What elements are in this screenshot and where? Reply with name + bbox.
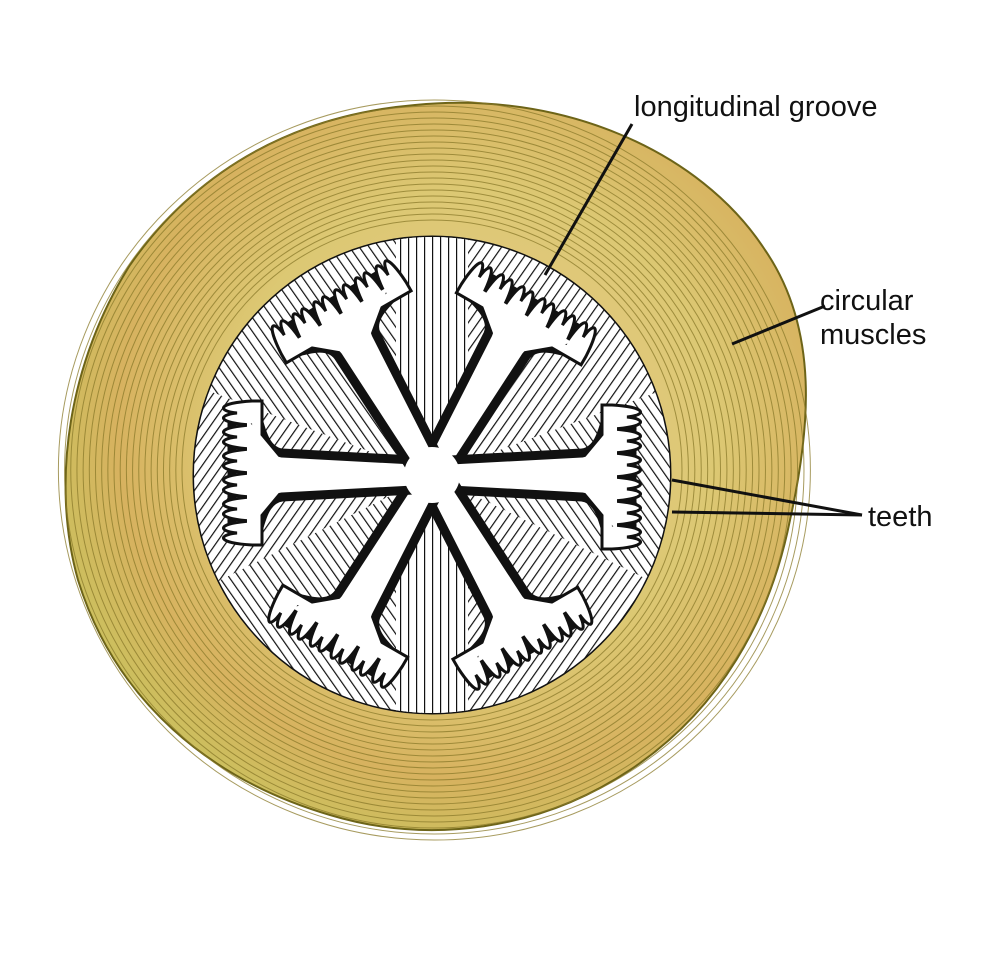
circular-muscles-label-line1: circular xyxy=(820,285,914,317)
muscle-fibre-rings xyxy=(57,99,811,841)
muscle-fibre-ring xyxy=(156,195,709,745)
lumen-arm xyxy=(267,463,449,689)
muscle-fibre-ring xyxy=(162,201,702,739)
muscle-fibre-ring xyxy=(70,111,799,829)
teeth-leader-line-upper xyxy=(671,478,863,517)
lumen-arm xyxy=(427,403,642,551)
leader-lines xyxy=(543,123,863,517)
arm-lumen xyxy=(247,419,432,531)
muscle-fibre-ring xyxy=(138,177,728,763)
muscle-fibre-ring xyxy=(64,105,805,835)
lumen-star-arms xyxy=(222,259,642,691)
arm-lumen xyxy=(425,471,573,664)
groove-leader-line xyxy=(543,123,634,276)
circular-muscles-label: circular muscles xyxy=(820,284,926,352)
circular-muscles-label-line2: muscles xyxy=(820,319,927,351)
arm-lumen xyxy=(425,286,573,479)
lumen-arm xyxy=(415,463,594,691)
arm-lumen xyxy=(432,419,617,531)
teeth-label: teeth xyxy=(868,501,933,533)
teeth-leader-line-lower xyxy=(671,510,863,517)
longitudinal-groove-label: longitudinal groove xyxy=(634,91,878,123)
muscle-fibre-ring xyxy=(88,129,779,811)
muscle-fibre-ring xyxy=(150,189,715,751)
muscle-fibre-ring xyxy=(76,117,792,823)
muscle-fibre-ring xyxy=(181,219,683,721)
muscle-fibre-ring xyxy=(144,183,722,757)
muscle-fibre-ring xyxy=(175,213,689,727)
muscle-fibre-ring xyxy=(82,123,786,817)
muscle-fibre-ring xyxy=(169,207,696,733)
muscle-fibre-ring xyxy=(107,147,760,793)
muscle-fibre-ring xyxy=(101,141,766,799)
lumen-center xyxy=(404,447,460,503)
muscle-fibre-ring xyxy=(57,99,811,841)
muscle-fibre-ring xyxy=(94,135,773,805)
muscle-fibre-ring xyxy=(113,153,754,787)
muscle-leader-line xyxy=(731,304,826,346)
lumen-arm xyxy=(222,399,437,547)
lumen-arm xyxy=(415,261,597,487)
arm-lumen xyxy=(291,286,439,479)
lumen-arm xyxy=(270,259,449,487)
muscle-fibre-ring xyxy=(119,159,747,781)
muscle-fibre-ring xyxy=(132,171,734,769)
muscle-fibre-ring xyxy=(125,165,741,775)
arm-lumen xyxy=(291,471,439,664)
